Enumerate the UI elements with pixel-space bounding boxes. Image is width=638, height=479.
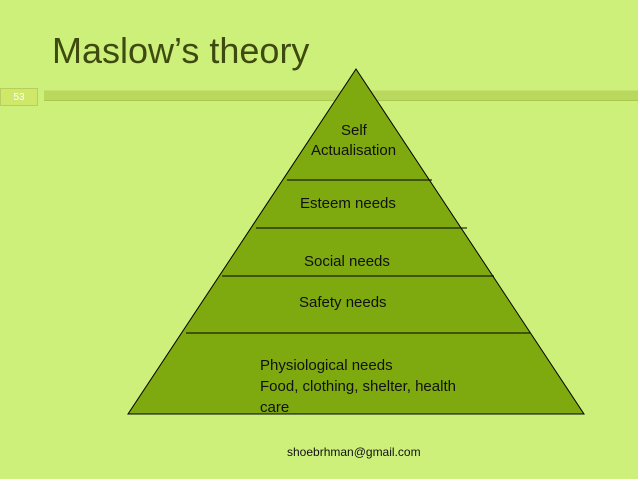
level-actualisation-label: Actualisation [311,142,397,159]
pyramid-shape [127,68,585,415]
level-physiological-detail: Food, clothing, shelter, health [260,378,456,395]
level-physiological-detail-2: care [260,399,290,416]
level-physiological-label: Physiological needs [260,357,393,374]
slide-title: Maslow’s theory [52,30,310,71]
slide-number: 53 [0,88,38,106]
footer-email: shoebrhman@gmail.com [287,445,421,459]
level-social-label: Social needs [304,253,390,270]
level-self-label: Self [341,122,367,139]
level-safety-label: Safety needs [299,294,387,311]
level-esteem-label: Esteem needs [300,195,396,212]
